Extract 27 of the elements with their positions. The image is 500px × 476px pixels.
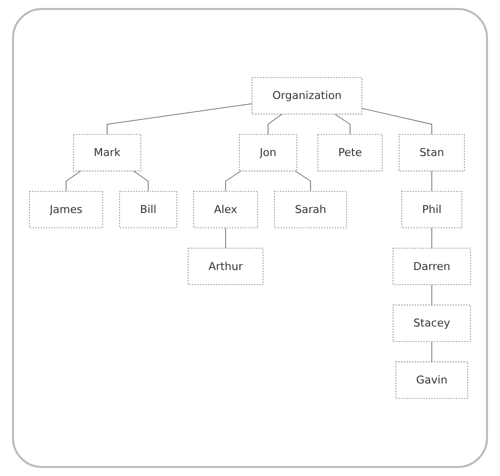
connector [431, 341, 432, 362]
connector [431, 284, 432, 306]
node-box: Sarah [274, 190, 347, 228]
connector [431, 228, 432, 248]
node-box: Jon [239, 134, 298, 172]
node-box: Mark [73, 134, 142, 172]
connector [66, 170, 82, 192]
node-box: Organization [252, 77, 362, 114]
node-box: Pete [318, 134, 383, 172]
connector [106, 103, 252, 135]
connector [225, 228, 226, 248]
connector [362, 108, 432, 135]
node-box: Darren [392, 248, 471, 286]
node-box: Bill [119, 190, 178, 228]
node-box: James [29, 190, 104, 228]
node-box: Stacey [392, 304, 471, 342]
connector [334, 114, 350, 135]
node-box: Alex [193, 190, 258, 228]
node-box: Phil [401, 190, 462, 228]
node-box: Gavin [395, 362, 468, 399]
node-box: Arthur [188, 248, 264, 286]
connector [431, 170, 432, 192]
connector [133, 170, 149, 192]
connector [295, 170, 311, 192]
node-box: Stan [398, 134, 465, 172]
connector [225, 170, 242, 192]
connector [268, 114, 282, 135]
